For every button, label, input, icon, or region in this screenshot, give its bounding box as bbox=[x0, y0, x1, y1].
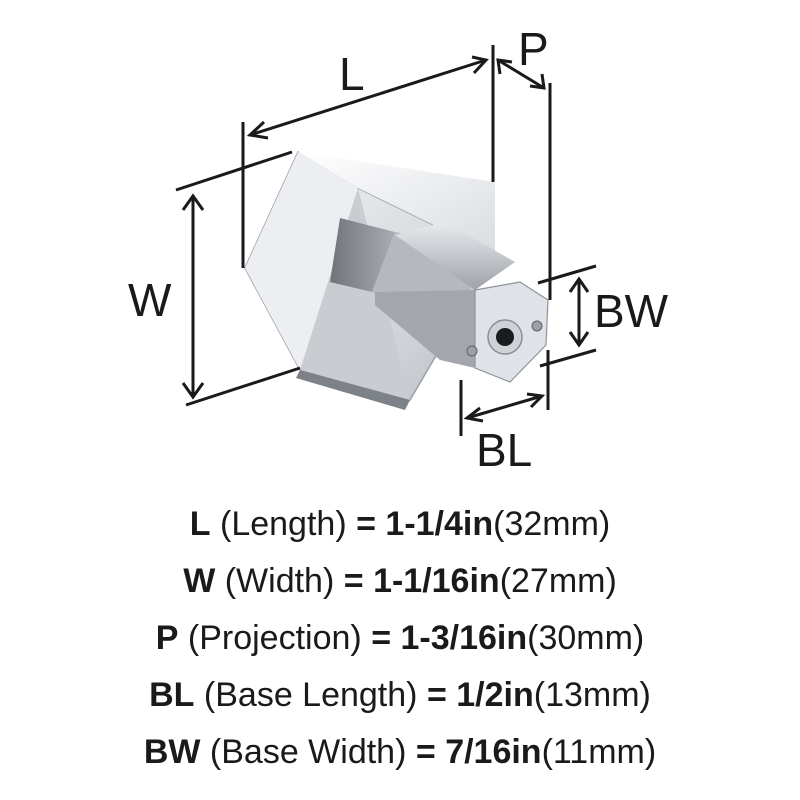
bl-arrow-right bbox=[526, 392, 546, 409]
spec-imperial: 1-1/4in bbox=[385, 505, 494, 543]
knob-head-lower-facet bbox=[300, 188, 410, 400]
spec-metric: (27mm) bbox=[499, 562, 617, 600]
l-arrow-right bbox=[471, 55, 489, 75]
spec-equals: = bbox=[426, 676, 447, 714]
spec-metric: (30mm) bbox=[527, 619, 645, 657]
knob-head-rim bbox=[296, 370, 410, 410]
spec-row-width: W (Width) = 1-1/16in(27mm) bbox=[0, 553, 800, 610]
knob-neck-shadow bbox=[330, 218, 395, 292]
w-extension-bottom bbox=[185, 366, 301, 407]
spec-code: BL bbox=[149, 676, 195, 714]
spec-row-length: L (Length) = 1-1/4in(32mm) bbox=[0, 496, 800, 553]
bw-arrow-bottom bbox=[568, 331, 590, 348]
knob-stem-top bbox=[395, 222, 515, 290]
knob-head-left-facet bbox=[245, 152, 358, 370]
dimension-label-l: L bbox=[339, 48, 365, 100]
p-arrow-left bbox=[496, 58, 513, 75]
knob-stem bbox=[375, 222, 549, 383]
dimension-label-p: P bbox=[518, 23, 549, 75]
l-arrow-left bbox=[246, 120, 269, 140]
stem-screw-right bbox=[531, 320, 543, 332]
spec-row-projection: P (Projection) = 1-3/16in(30mm) bbox=[0, 610, 800, 667]
dimension-label-bl: BL bbox=[476, 424, 532, 476]
w-arrow-top bbox=[181, 193, 205, 211]
l-dimension-line bbox=[249, 58, 487, 137]
spec-equals: = bbox=[356, 505, 376, 543]
knob-dimension-diagram: L P W BW BL bbox=[128, 23, 669, 476]
spec-imperial: 1-1/16in bbox=[373, 562, 500, 600]
bl-dimension-line bbox=[466, 394, 543, 420]
spec-code: L bbox=[189, 505, 211, 543]
dimension-specifications: L (Length) = 1-1/4in(32mm) W (Width) = 1… bbox=[0, 496, 800, 781]
p-dimension-line bbox=[497, 58, 545, 90]
spec-row-base-length: BL (Base Length) = 1/2in(13mm) bbox=[0, 667, 800, 724]
spec-name: (Projection) bbox=[187, 619, 362, 657]
spec-imperial: 7/16in bbox=[445, 733, 542, 771]
spec-row-base-width: BW (Base Width) = 7/16in(11mm) bbox=[0, 724, 800, 781]
spec-metric: (11mm) bbox=[541, 733, 657, 771]
bw-extension-top bbox=[537, 264, 597, 285]
w-extension-top bbox=[175, 150, 293, 192]
spec-metric: (13mm) bbox=[533, 676, 651, 714]
spec-code: BW bbox=[143, 733, 201, 771]
stem-bore-hole bbox=[496, 328, 514, 346]
spec-code: W bbox=[183, 562, 216, 600]
dimension-label-bw: BW bbox=[594, 285, 669, 337]
spec-imperial: 1-3/16in bbox=[400, 619, 528, 657]
stem-screw-left bbox=[466, 345, 478, 357]
dimension-label-w: W bbox=[128, 274, 172, 326]
spec-equals: = bbox=[371, 619, 392, 657]
spec-name: (Width) bbox=[224, 562, 335, 600]
spec-equals: = bbox=[415, 733, 436, 771]
dimension-lines bbox=[175, 45, 597, 436]
spec-metric: (32mm) bbox=[493, 505, 611, 543]
p-arrow-right bbox=[529, 73, 546, 90]
spec-name: (Base Length) bbox=[203, 676, 418, 714]
bl-arrow-left bbox=[463, 406, 484, 423]
spec-equals: = bbox=[343, 562, 364, 600]
spec-code: P bbox=[155, 619, 179, 657]
spec-name: (Length) bbox=[220, 505, 347, 543]
bw-arrow-top bbox=[568, 276, 590, 293]
knob-stem-side bbox=[375, 290, 475, 368]
spec-imperial: 1/2in bbox=[456, 676, 534, 714]
spec-name: (Base Width) bbox=[209, 733, 407, 771]
w-arrow-bottom bbox=[181, 382, 205, 400]
